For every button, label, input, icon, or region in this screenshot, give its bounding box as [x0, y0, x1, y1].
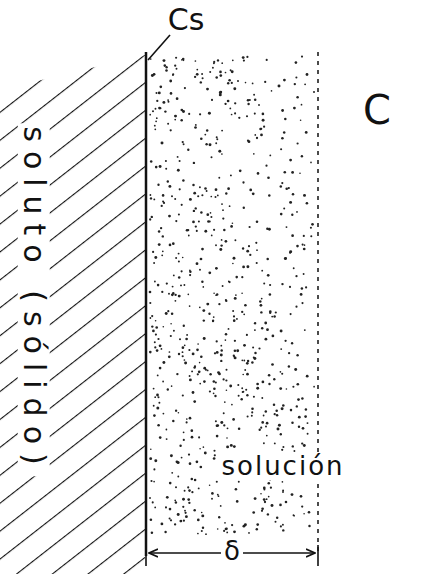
layer-boundary: [317, 52, 319, 556]
solid-hatching: [0, 0, 145, 574]
concentration-label: Cs: [168, 5, 205, 35]
concentration-label: solución: [218, 452, 347, 480]
dimension-tick: [317, 545, 319, 566]
dimension-label: δ: [221, 537, 243, 565]
leader-line: [148, 35, 170, 60]
dimension-tick: [145, 556, 147, 566]
concentration-label: C: [363, 90, 391, 130]
solid-surface: [145, 52, 148, 556]
material-label: soluto (sólido): [18, 123, 50, 476]
